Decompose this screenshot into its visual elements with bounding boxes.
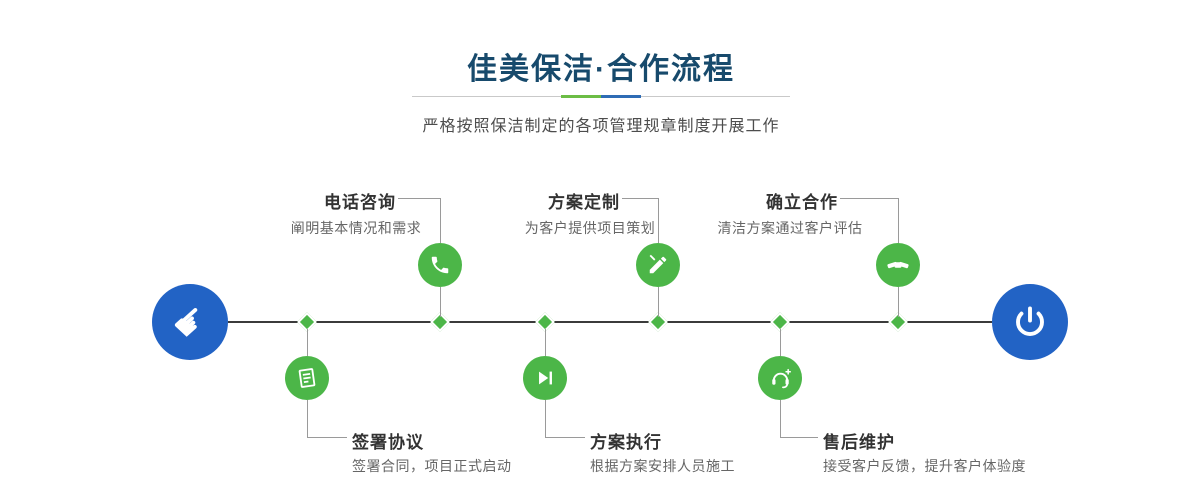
step-icon-circle-contract xyxy=(285,356,329,400)
connector-line xyxy=(545,329,546,356)
step-title-execute: 方案执行 xyxy=(590,433,662,452)
divider-blue-segment xyxy=(601,95,641,98)
pointing-hand-icon: ☛ xyxy=(162,294,218,350)
connector-line xyxy=(307,400,308,438)
pencil-icon xyxy=(649,254,667,274)
connector-line xyxy=(545,437,585,438)
step-title-phone: 电话咨询 xyxy=(324,193,396,212)
step-title-contract: 签署协议 xyxy=(352,433,424,452)
timeline-line xyxy=(228,321,992,323)
step-desc-execute: 根据方案安排人员施工 xyxy=(590,458,735,474)
step-desc-phone: 阐明基本情况和需求 xyxy=(290,220,422,236)
step-icon-circle-plan xyxy=(636,243,680,287)
connector-line xyxy=(898,198,899,243)
connector-line xyxy=(780,329,781,356)
step-desc-aftersales: 接受客户反馈，提升客户体验度 xyxy=(823,458,1026,474)
step-desc-cooperate: 清洁方案通过客户评估 xyxy=(717,220,863,236)
page-subtitle: 严格按照保洁制定的各项管理规章制度开展工作 xyxy=(422,118,780,135)
connector-line xyxy=(307,437,347,438)
step-title-plan: 方案定制 xyxy=(548,193,620,212)
handshake-icon xyxy=(887,261,909,269)
step-desc-contract: 签署合同，项目正式启动 xyxy=(352,458,512,474)
divider-green-segment xyxy=(561,95,601,98)
connector-line xyxy=(840,198,898,199)
connector-line xyxy=(398,198,440,199)
connector-line xyxy=(622,198,658,199)
connector-line xyxy=(658,287,659,317)
page-title: 佳美保洁·合作流程 xyxy=(467,53,735,86)
connector-line xyxy=(658,198,659,243)
connector-line xyxy=(545,400,546,438)
step-title-aftersales: 售后维护 xyxy=(823,433,895,452)
headset-icon xyxy=(771,368,791,388)
connector-line xyxy=(440,198,441,243)
connector-line xyxy=(898,287,899,317)
contract-icon xyxy=(298,368,316,388)
power-icon xyxy=(1016,306,1044,336)
step-desc-plan: 为客户提供项目策划 xyxy=(524,220,656,236)
connector-line xyxy=(307,329,308,356)
connector-line xyxy=(780,400,781,438)
connector-line xyxy=(780,437,818,438)
step-icon-circle-aftersales xyxy=(758,356,802,400)
play-icon xyxy=(539,371,552,385)
step-title-cooperate: 确立合作 xyxy=(766,193,838,212)
step-icon-circle-phone xyxy=(418,243,462,287)
connector-line xyxy=(440,287,441,317)
step-icon-circle-execute xyxy=(523,356,567,400)
timeline-end-node xyxy=(992,284,1068,360)
title-divider xyxy=(412,95,790,98)
phone-icon xyxy=(431,256,449,274)
timeline-start-node: ☛ xyxy=(152,284,228,360)
step-icon-circle-cooperate xyxy=(876,243,920,287)
divider-accent xyxy=(561,95,641,98)
